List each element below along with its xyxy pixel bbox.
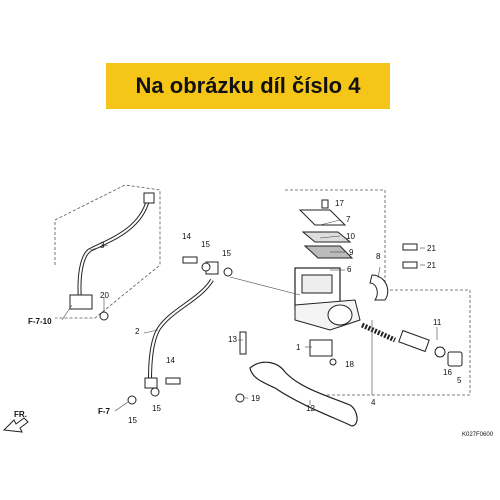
part-label-8: 8 bbox=[376, 252, 381, 261]
part-label-3: 3 bbox=[100, 241, 105, 250]
leader-lines bbox=[61, 219, 438, 412]
clamp-holder bbox=[369, 274, 389, 301]
part-label-4: 4 bbox=[371, 398, 376, 407]
part-label-15-b: 15 bbox=[222, 249, 231, 258]
part-label-5: 5 bbox=[457, 376, 462, 385]
front-direction-arrow bbox=[2, 417, 29, 433]
banjo-bolts bbox=[127, 256, 233, 405]
ref-f7: F-7 bbox=[98, 407, 111, 416]
part-label-15-d: 15 bbox=[152, 404, 161, 413]
banner-text: Na obrázku díl číslo 4 bbox=[135, 73, 361, 98]
brake-switch bbox=[309, 339, 333, 357]
brake-lever bbox=[249, 361, 358, 427]
part-number-banner: Na obrázku díl číslo 4 bbox=[106, 63, 390, 109]
part-label-10: 10 bbox=[346, 232, 355, 241]
part-label-16: 16 bbox=[443, 368, 452, 377]
part-label-17: 17 bbox=[335, 199, 344, 208]
part-label-15-c: 15 bbox=[128, 416, 137, 425]
part-label-21-b: 21 bbox=[427, 261, 436, 270]
part-label-18: 18 bbox=[345, 360, 354, 369]
diagram-code: K027F0600 bbox=[462, 432, 494, 438]
part-label-11: 11 bbox=[433, 318, 442, 327]
upper-brake-hose bbox=[69, 192, 155, 321]
switch-screw bbox=[329, 358, 337, 366]
part-label-1: 1 bbox=[296, 343, 301, 352]
part-label-19: 19 bbox=[251, 394, 260, 403]
part-label-21-a: 21 bbox=[427, 244, 436, 253]
piston-set bbox=[360, 322, 463, 367]
part-label-2: 2 bbox=[135, 327, 140, 336]
part-label-9: 9 bbox=[349, 248, 354, 257]
master-cylinder-body bbox=[294, 267, 361, 331]
reservoir-cap-assembly bbox=[298, 199, 354, 259]
part-label-15-a: 15 bbox=[201, 240, 210, 249]
part-label-7: 7 bbox=[346, 215, 351, 224]
master-cylinder-group-outline bbox=[285, 189, 471, 396]
part-label-6: 6 bbox=[347, 265, 352, 274]
clamp-bolt-upper bbox=[402, 243, 418, 251]
part-label-12: 12 bbox=[306, 404, 315, 413]
ref-f7-10: F-7-10 bbox=[28, 317, 52, 326]
ref-front: FR. bbox=[14, 410, 27, 419]
pivot-nut bbox=[235, 393, 245, 403]
clamp-bolt-lower bbox=[402, 261, 418, 269]
lower-brake-hose bbox=[144, 261, 219, 389]
part-label-14-lower: 14 bbox=[166, 356, 175, 365]
part-label-20: 20 bbox=[100, 291, 109, 300]
pivot-bolt bbox=[239, 331, 247, 355]
part-label-13: 13 bbox=[228, 335, 237, 344]
hose-group-outline bbox=[54, 184, 161, 319]
part-label-14-upper: 14 bbox=[182, 232, 191, 241]
